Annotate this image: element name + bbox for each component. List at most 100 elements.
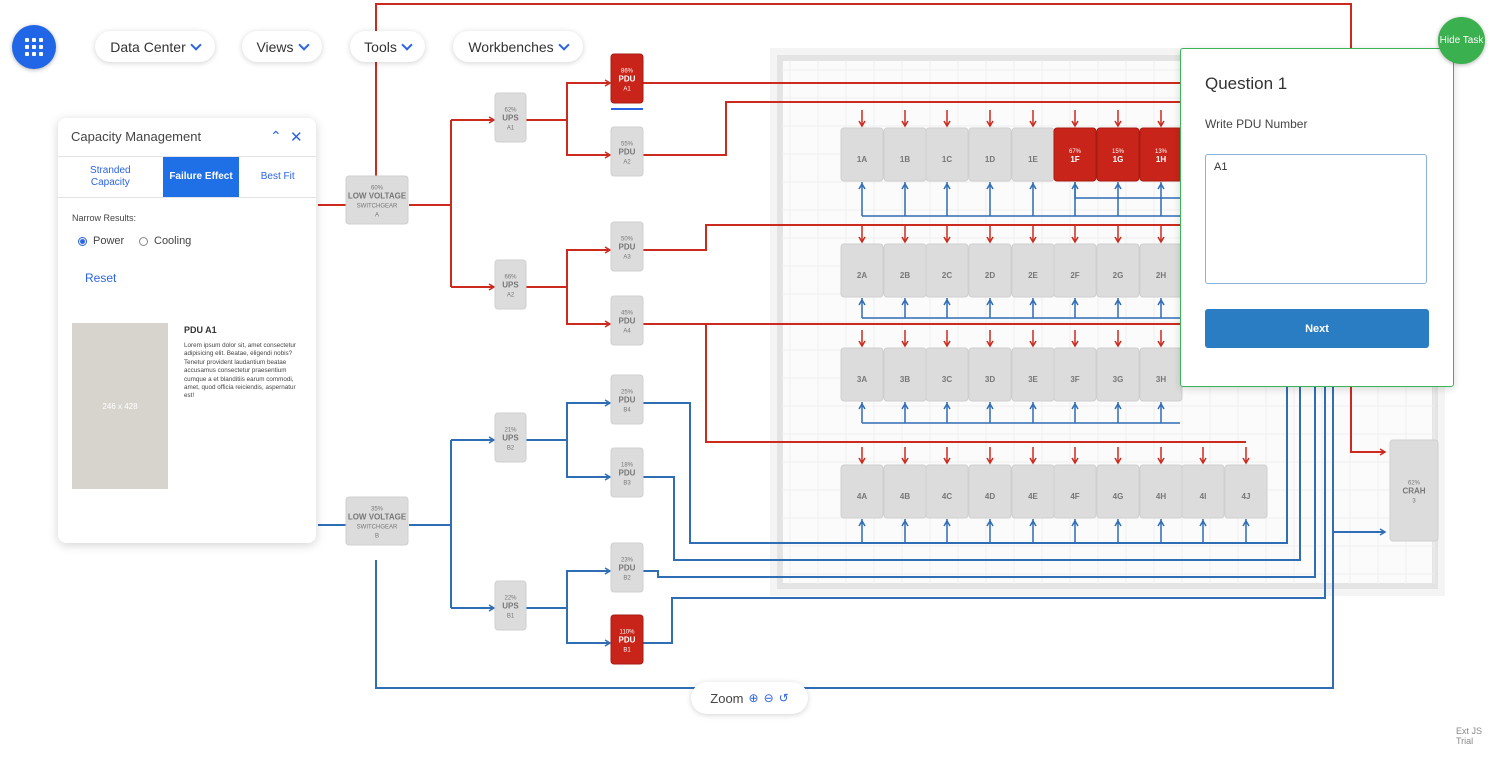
rack-3d: 3D (968, 347, 1012, 402)
tab-failure-effect[interactable]: Failure Effect (162, 157, 240, 197)
panel-title: Capacity Management (71, 129, 202, 144)
node-text: 2E (1028, 271, 1038, 280)
arrow-up-icon (986, 298, 994, 306)
app-grid-button[interactable] (12, 25, 56, 69)
node-text: 1F (1070, 155, 1079, 164)
rack-2g: 2G (1096, 243, 1140, 298)
arrow-down-icon (943, 120, 951, 128)
rack-2a: 2A (840, 243, 884, 298)
arrow-right-icon (604, 320, 612, 328)
return-line (1074, 182, 1180, 199)
arrow-down-icon (1071, 340, 1079, 348)
radio-power[interactable]: Power (78, 235, 124, 247)
node-text: PDU (619, 396, 636, 405)
tab-best-fit[interactable]: Best Fit (260, 171, 295, 182)
node-text: 3F (1070, 375, 1079, 384)
rack-1d: 1D (968, 127, 1012, 182)
node-box (610, 126, 644, 177)
node-text: 22% (504, 596, 517, 602)
arrow-down-icon (901, 236, 909, 244)
arrow-up-icon (943, 298, 951, 306)
zoom-out-icon[interactable]: ⊖ (763, 691, 774, 705)
node-text: 3D (985, 375, 995, 384)
arrow-up-icon (1071, 402, 1079, 410)
node-text: 62% (1408, 481, 1421, 487)
collapse-icon[interactable]: ⌃ (270, 128, 282, 144)
node-box (840, 243, 884, 298)
cooling-line (566, 608, 610, 644)
rack-2d: 2D (968, 243, 1012, 298)
menu-tools[interactable]: Tools (350, 31, 425, 62)
arrow-down-icon (1071, 236, 1079, 244)
node-text: PDU (619, 243, 636, 252)
node-box (345, 175, 409, 225)
arrow-up-icon (1029, 298, 1037, 306)
question-instruction: Write PDU Number (1205, 117, 1308, 131)
watermark-text: Ext JS Trial (1456, 726, 1483, 746)
arrow-up-icon (858, 182, 866, 190)
arrow-down-icon (1157, 120, 1165, 128)
arrow-right-icon (488, 436, 496, 444)
rack-3g: 3G (1096, 347, 1140, 402)
item-title: PDU A1 (184, 325, 217, 335)
reset-link[interactable]: Reset (85, 271, 117, 285)
menu-workbenches[interactable]: Workbenches (453, 31, 583, 62)
menu-data-center[interactable]: Data Center (95, 31, 215, 62)
radio-cooling[interactable]: Cooling (139, 235, 191, 247)
node-text: A2 (623, 160, 631, 166)
node-box (494, 259, 527, 310)
close-icon[interactable]: ✕ (290, 129, 303, 146)
rack-3b: 3B (883, 347, 927, 402)
node-box (1096, 127, 1140, 182)
answer-input[interactable] (1205, 154, 1427, 284)
node-box (610, 374, 644, 425)
arrow-right-icon (488, 116, 496, 124)
node-text: B4 (623, 408, 631, 414)
rack-1c: 1C (925, 127, 969, 182)
arrow-up-icon (1114, 182, 1122, 190)
power-line (1350, 385, 1385, 453)
node-box (494, 412, 527, 463)
rack-1g: 15%1G (1096, 127, 1140, 182)
menu-views[interactable]: Views (242, 31, 322, 62)
node-box (925, 347, 969, 402)
node-box (494, 580, 527, 631)
node-text: 2D (985, 271, 995, 280)
menu-tools-label: Tools (364, 38, 397, 55)
node-box (1096, 243, 1140, 298)
node-text: 4D (985, 492, 995, 501)
hide-task-button[interactable]: Hide Task (1438, 17, 1485, 64)
node-box (610, 53, 644, 104)
question-title: Question 1 (1205, 74, 1288, 93)
node-text: 4A (857, 492, 867, 501)
node-text: 4J (1242, 492, 1251, 501)
node-box (968, 347, 1012, 402)
arrow-up-icon (1157, 182, 1165, 190)
node-box (610, 542, 644, 593)
node-text: 18% (621, 463, 634, 469)
node-text: PDU (619, 317, 636, 326)
tab-stranded-capacity[interactable]: Stranded Capacity (90, 165, 131, 188)
zoom-reset-icon[interactable]: ↺ (778, 691, 789, 705)
arrow-down-icon (858, 236, 866, 244)
rack-2c: 2C (925, 243, 969, 298)
next-button[interactable]: Next (1205, 309, 1429, 348)
zoom-in-icon[interactable]: ⊕ (748, 691, 759, 705)
node-text: 1B (900, 155, 910, 164)
chevron-down-icon (558, 38, 570, 51)
arrow-down-icon (1114, 120, 1122, 128)
rack-4f: 4F (1053, 464, 1097, 519)
node-text: B2 (623, 576, 631, 582)
node-text: 1G (1113, 155, 1124, 164)
node-text: 66% (504, 275, 517, 281)
rack-4d: 4D (968, 464, 1012, 519)
node-box (925, 464, 969, 519)
arrow-down-icon (943, 236, 951, 244)
arrow-down-icon (986, 120, 994, 128)
arrow-down-icon (1114, 236, 1122, 244)
